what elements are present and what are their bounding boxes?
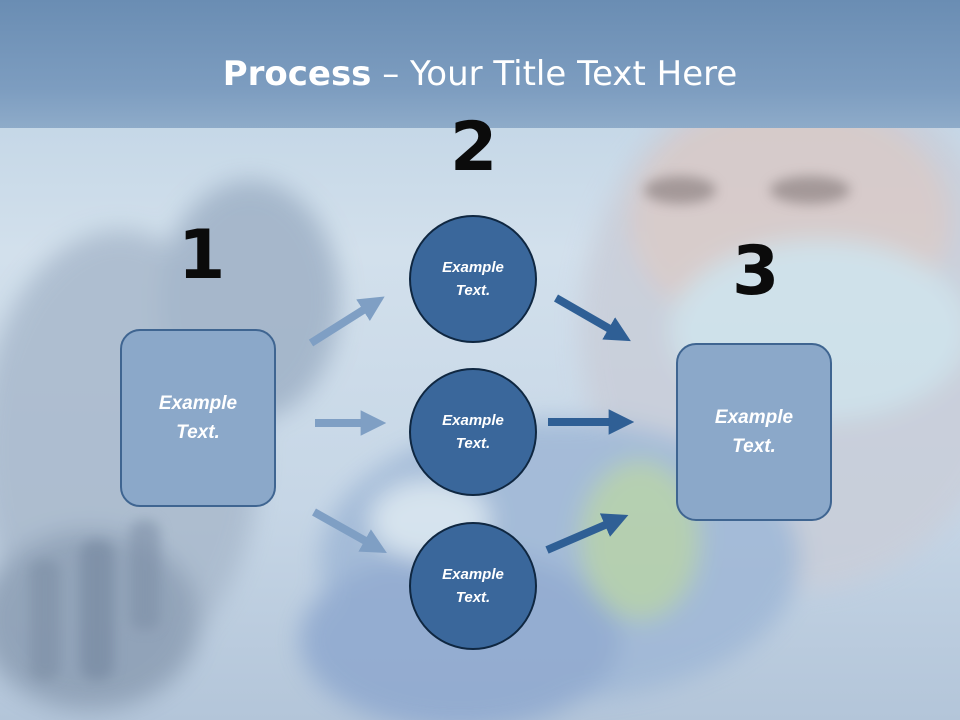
circle-text-line2: Text. bbox=[455, 589, 491, 606]
step3-box: Example Text. bbox=[676, 343, 832, 521]
title-bold: Process bbox=[222, 54, 372, 94]
title-bar bbox=[0, 0, 960, 128]
title-rest: – Your Title Text Here bbox=[371, 54, 738, 94]
step1-text-line2: Text. bbox=[176, 422, 220, 443]
arrow-box1-to-circle-bottom bbox=[312, 508, 387, 554]
step3-text-line1: Example bbox=[714, 407, 794, 428]
circle-text-line1: Example bbox=[442, 259, 504, 276]
arrow-circle-top-to-box3 bbox=[554, 294, 631, 342]
step-number-1: 1 bbox=[178, 216, 226, 295]
step2-circle-middle: Example Text. bbox=[409, 368, 537, 496]
step1-text-line1: Example bbox=[158, 393, 238, 414]
step-number-2: 2 bbox=[450, 108, 498, 187]
circle-text-line1: Example bbox=[442, 566, 504, 583]
step2-circle-bottom: Example Text. bbox=[409, 522, 537, 650]
arrow-circle-bottom-to-box3 bbox=[545, 513, 629, 554]
circle-text-line1: Example bbox=[442, 412, 504, 429]
arrow-box1-to-circle-top bbox=[308, 296, 385, 347]
step-number-3: 3 bbox=[732, 232, 780, 311]
step2-circle-top: Example Text. bbox=[409, 215, 537, 343]
circle-text-line2: Text. bbox=[455, 435, 491, 452]
slide-title: Process – Your Title Text Here bbox=[0, 54, 960, 94]
circle-text-line2: Text. bbox=[455, 282, 491, 299]
step1-box: Example Text. bbox=[120, 329, 276, 507]
step3-text-line2: Text. bbox=[732, 436, 776, 457]
